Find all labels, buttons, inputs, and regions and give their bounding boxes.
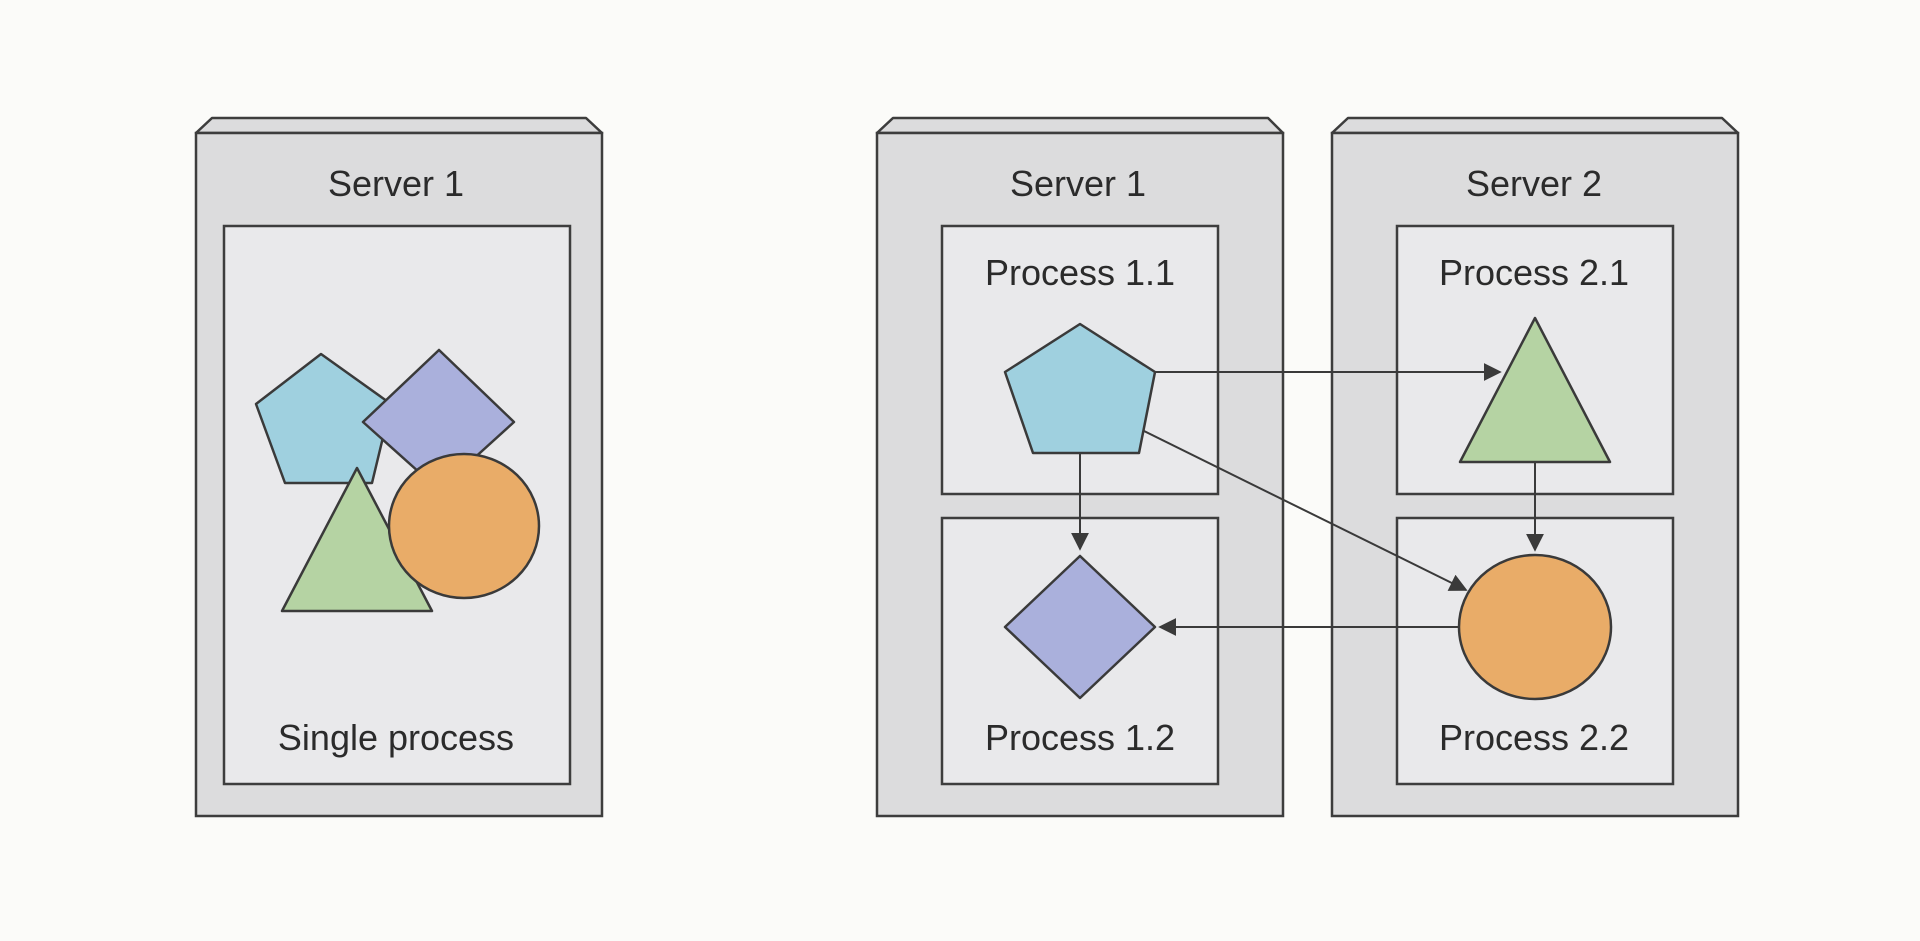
server-top-cap	[194, 116, 604, 135]
pentagon-icon	[1003, 322, 1157, 455]
server-top-cap	[1330, 116, 1740, 135]
right-server-2: Server 2 Process 2.1 Process 2.2	[1330, 116, 1740, 818]
diamond-icon	[1003, 554, 1157, 700]
circle-icon	[387, 452, 541, 600]
server-label: Server 2	[1466, 163, 1602, 204]
arrow-pentagon-to-circle	[1141, 429, 1468, 591]
right-server-1: Server 1 Process 1.1 Process 1.2	[875, 116, 1285, 818]
process-label: Single process	[278, 717, 514, 758]
circle-icon	[1457, 553, 1613, 701]
process-label-1-1: Process 1.1	[985, 252, 1175, 293]
process-label-2-1: Process 2.1	[1439, 252, 1629, 293]
distributed-shapes	[1003, 316, 1613, 701]
triangle-icon	[1458, 316, 1612, 464]
left-server: Server 1 Single process	[194, 116, 604, 818]
server-top-cap	[875, 116, 1285, 135]
pentagon-icon	[254, 352, 393, 485]
process-label-1-2: Process 1.2	[985, 717, 1175, 758]
server-label: Server 1	[328, 163, 464, 204]
connections	[1071, 363, 1544, 636]
server-label: Server 1	[1010, 163, 1146, 204]
process-label-2-2: Process 2.2	[1439, 717, 1629, 758]
